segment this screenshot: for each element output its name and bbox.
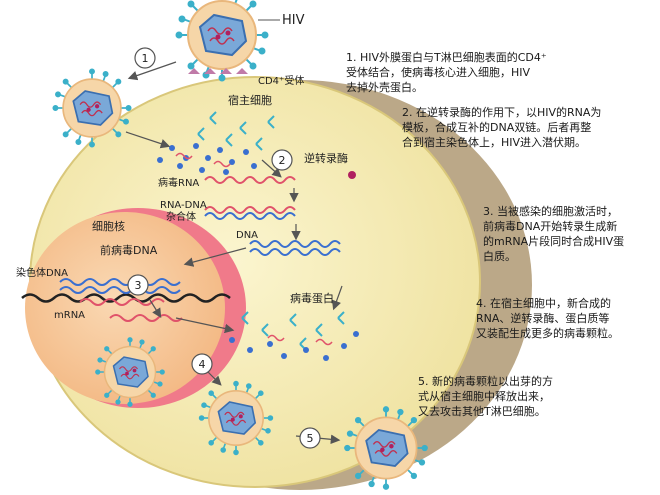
capsid-fragments-icon bbox=[197, 111, 275, 151]
nucleus-label: 细胞核 bbox=[92, 219, 125, 233]
chromosome-dna-label: 染色体DNA bbox=[16, 266, 68, 279]
cd4-receptor-label: CD4⁺受体 bbox=[258, 75, 304, 87]
hiv-virus-icon bbox=[175, 0, 269, 82]
dna-label: DNA bbox=[236, 230, 258, 241]
rna-dna-hybrid-label-1: RNA-DNA bbox=[160, 200, 207, 211]
viral-protein-icon bbox=[241, 311, 345, 351]
step-marker-4: 4 bbox=[191, 353, 213, 375]
viral-rna-label: 病毒RNA bbox=[158, 176, 199, 189]
hybrid-dna-strand bbox=[204, 212, 296, 220]
assembly-particles-icon bbox=[229, 331, 359, 361]
host-cell-label: 宿主细胞 bbox=[228, 93, 272, 107]
mrna-label: mRNA bbox=[54, 310, 85, 321]
step-number-2: 2 bbox=[279, 154, 286, 167]
budding-virus-icon bbox=[198, 380, 274, 456]
hiv-label: HIV bbox=[282, 13, 305, 28]
viral-protein-label: 病毒蛋白 bbox=[290, 291, 334, 305]
step-number-5: 5 bbox=[307, 432, 314, 445]
mrna-strand-2 bbox=[109, 314, 183, 322]
step-marker-2: 2 bbox=[271, 149, 293, 171]
step-4-description: 4. 在宿主细胞中，新合成的 RNA、逆转录酶、蛋白质等 又装配生成更多的病毒颗… bbox=[476, 297, 619, 340]
step-2-description: 2. 在逆转录酶的作用下，以HIV的RNA为 模板，合成互补的DNA双链。后者再… bbox=[402, 106, 602, 149]
dna-strand-2 bbox=[249, 248, 341, 256]
dna-strand-1 bbox=[249, 240, 341, 248]
reverse-transcriptase-icon bbox=[348, 171, 356, 179]
reverse-transcriptase-label: 逆转录酶 bbox=[304, 151, 348, 165]
process-arrows bbox=[125, 61, 343, 445]
released-virus-icon bbox=[344, 406, 428, 490]
assembling-virus-icon bbox=[95, 337, 165, 407]
step-marker-3: 3 bbox=[127, 274, 149, 296]
provirus-dna-label: 前病毒DNA bbox=[100, 243, 158, 257]
viral-rna-strand bbox=[204, 176, 296, 184]
step-1-description: 1. HIV外膜蛋白与T淋巴细胞表面的CD4⁺ 受体结合，使病毒核心进入细胞，H… bbox=[346, 51, 547, 94]
step-number-3: 3 bbox=[135, 279, 142, 292]
cd4-receptor-icon bbox=[188, 68, 248, 74]
hybrid-rna-strand bbox=[204, 206, 296, 214]
chromosome-dna-strand bbox=[21, 293, 231, 303]
step-number-4: 4 bbox=[199, 358, 206, 371]
step-3-description: 3. 当被感染的细胞激活时， 前病毒DNA开始转录生成新 的mRNA片段同时合成… bbox=[483, 205, 625, 263]
step-number-1: 1 bbox=[142, 52, 149, 65]
mrna-strand bbox=[79, 298, 165, 306]
step-marker-5: 5 bbox=[299, 427, 321, 449]
nucleus bbox=[25, 212, 225, 404]
step-5-description: 5. 新的病毒颗粒以出芽的方 式从宿主细胞中释放出来， 又去攻击其他T淋巴细胞。 bbox=[418, 375, 553, 418]
step-marker-1: 1 bbox=[134, 47, 156, 69]
provirus-dna-strand-2 bbox=[59, 286, 181, 294]
entering-virus-icon bbox=[52, 68, 132, 148]
rna-dna-hybrid-label-2: 杂合体 bbox=[166, 210, 196, 223]
provirus-dna-strand bbox=[59, 278, 181, 286]
